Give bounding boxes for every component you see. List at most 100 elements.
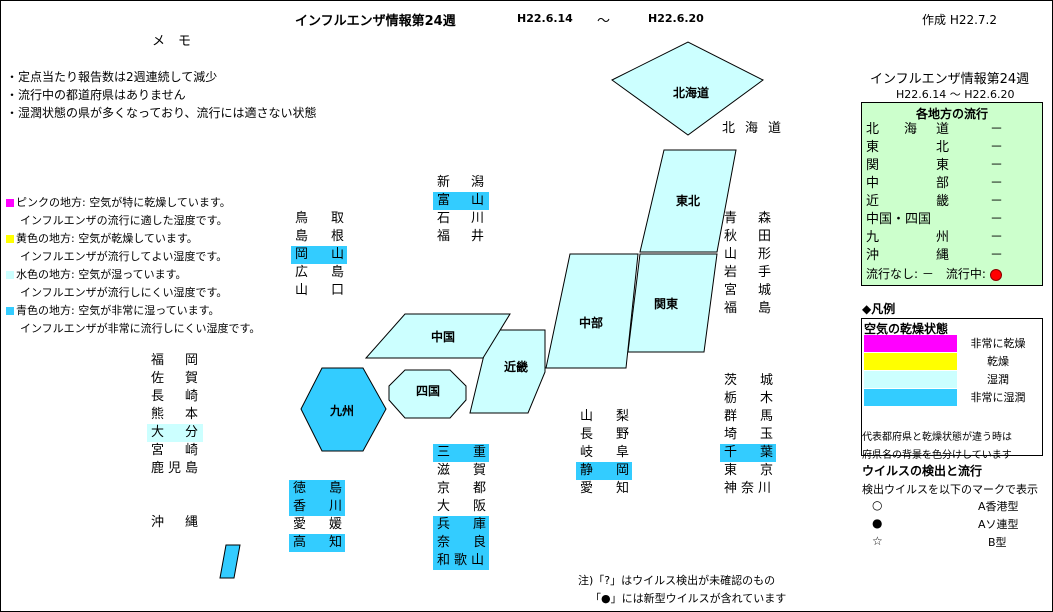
pref-kumamoto: 熊本 (151, 407, 199, 422)
created-date: 作成 H22.7.2 (922, 13, 998, 27)
status-value: － (990, 176, 1004, 191)
status-row-kinki: 近畿 (866, 194, 950, 209)
pref-niigata: 新潟 (437, 175, 485, 190)
blue-swatch-icon (6, 307, 14, 315)
pref-chiba: 千葉 (720, 444, 776, 462)
pref-shimane: 島根 (295, 229, 345, 244)
region-label-chugoku: 中国 (431, 330, 456, 344)
pref-akita: 秋田 (724, 229, 772, 244)
memo-line: ・湿潤状態の県が多くなっており、流行には適さない状態 (6, 106, 317, 120)
region-chubu (545, 253, 639, 369)
date-to: H22.6.20 (648, 12, 704, 25)
region-label-shikoku: 四国 (416, 384, 441, 398)
memo-title: メ モ (152, 34, 192, 49)
legend-label: 非常に湿潤 (970, 391, 1026, 404)
region-label-chubu: 中部 (579, 316, 604, 330)
legend-box: 空気の乾燥状態 非常に乾燥 乾燥 湿潤 非常に湿潤 (861, 318, 1043, 456)
pref-yamaguchi: 山口 (295, 283, 345, 298)
color-note-lightblue-desc: インフルエンザが流行しにくい湿度です。 (20, 286, 228, 299)
pref-gunma: 群馬 (724, 409, 774, 424)
virus-title: ウイルスの検出と流行 (862, 464, 983, 478)
status-row-hokkaido: 北海道 (866, 122, 950, 137)
mark-label: A香港型 (978, 500, 1019, 513)
region-kanto (627, 253, 718, 353)
region-kyushu (300, 367, 387, 452)
status-legend-line: 流行なし: － 流行中: (866, 265, 1002, 283)
status-value: － (990, 230, 1004, 245)
pref-ehime: 愛媛 (293, 517, 343, 532)
status-value: － (990, 140, 1004, 155)
status-row-kyushu: 九州 (866, 230, 950, 245)
mark-star-icon: ☆ (872, 534, 883, 548)
lightblue-swatch-icon (6, 271, 14, 279)
pref-fukuoka: 福岡 (151, 353, 199, 368)
mark-open-circle-icon: ○ (872, 498, 883, 512)
side-range: H22.6.14 ～ H22.6.20 (896, 88, 1015, 101)
color-note-lightblue: 水色の地方: 空気が湿っています。 (6, 266, 187, 284)
pref-ibaraki: 茨城 (724, 373, 774, 388)
pref-kagawa: 香川 (289, 498, 345, 516)
pref-aichi: 愛知 (580, 481, 630, 496)
status-row-chubu: 中部 (866, 176, 950, 191)
color-note-pink-desc: インフルエンザの流行に適した湿度です。 (20, 214, 228, 227)
pref-miyazaki: 宮崎 (151, 443, 199, 458)
pref-shizuoka: 静岡 (576, 462, 632, 480)
pref-oita: 大分 (147, 424, 203, 442)
pref-yamanashi: 山梨 (580, 409, 630, 424)
region-status-panel: 各地方の流行 北海道 － 東北 － 関東 － 中部 － 近畿 － 中国・四国 －… (861, 102, 1043, 286)
pref-iwate: 岩手 (724, 265, 772, 280)
memo-line: ・定点当たり報告数は2週連続して減少 (6, 70, 218, 84)
status-row-okinawa: 沖縄 (866, 248, 950, 263)
color-note-pink: ピンクの地方: 空気が特に乾燥しています。 (6, 194, 231, 212)
pref-gifu: 岐阜 (580, 445, 630, 460)
pref-mie: 三重 (433, 444, 489, 462)
status-value: － (990, 248, 1004, 263)
yellow-swatch-icon (6, 235, 14, 243)
region-label-hokkaido: 北海道 (673, 86, 710, 100)
pref-tokyo: 東京 (724, 463, 774, 478)
region-label-kinki: 近畿 (504, 360, 529, 374)
memo-line: ・流行中の都道府県はありません (6, 88, 186, 102)
status-value: － (990, 194, 1004, 209)
legend-title: ◆凡例 (862, 302, 896, 316)
pref-nara: 奈良 (433, 534, 489, 552)
pref-osaka: 大阪 (437, 499, 487, 514)
pref-tokushima: 徳島 (289, 480, 345, 498)
pref-fukui: 福井 (437, 229, 485, 244)
pref-toyama: 富山 (433, 192, 489, 210)
pref-yamagata: 山形 (724, 247, 772, 262)
region-label-tohoku: 東北 (676, 194, 701, 208)
pref-shiga: 滋賀 (437, 463, 487, 478)
legend-label: 非常に乾燥 (970, 337, 1026, 350)
page-title: インフルエンザ情報第24週 (295, 14, 456, 29)
pref-kyoto: 京都 (437, 481, 487, 496)
pref-saitama: 埼玉 (724, 427, 774, 442)
pref-miyagi: 宮城 (724, 283, 772, 298)
pref-ishikawa: 石川 (437, 211, 485, 226)
status-value: － (990, 122, 1004, 137)
footnote-1: 注)「?」はウイルス検出が未確認のもの (578, 574, 776, 587)
status-row-tohoku: 東北 (866, 140, 950, 155)
pref-kochi: 高知 (289, 534, 345, 552)
active-dot-icon (989, 268, 1002, 281)
date-tilde: ～ (597, 14, 611, 29)
date-from: H22.6.14 (517, 12, 573, 25)
color-note-yellow-desc: インフルエンザが流行してよい湿度です。 (20, 250, 228, 263)
status-value: － (990, 212, 1004, 227)
pref-okinawa: 沖縄 (151, 515, 199, 530)
color-note-blue: 青色の地方: 空気が非常に湿っています。 (6, 302, 220, 320)
pref-tochigi: 栃木 (724, 391, 774, 406)
panel-header: 各地方の流行 (915, 107, 988, 121)
region-shikoku (388, 369, 467, 419)
mark-label: B型 (988, 536, 1007, 549)
legend-swatch-humid (864, 371, 957, 388)
pref-fukushima: 福島 (724, 301, 772, 316)
legend-label: 湿潤 (987, 373, 1009, 386)
pref-tottori: 鳥取 (295, 211, 345, 226)
footnote-2: 「●」には新型ウイルスが含れています (590, 592, 787, 605)
legend-note-1: 代表都府県と乾燥状態が違う時は (862, 432, 1012, 443)
pref-kanagawa: 神奈川 (724, 481, 776, 496)
color-note-blue-desc: インフルエンザが非常に流行しにくい湿度です。 (20, 322, 261, 335)
legend-swatch-very-dry (864, 335, 957, 352)
region-chugoku (364, 313, 511, 359)
